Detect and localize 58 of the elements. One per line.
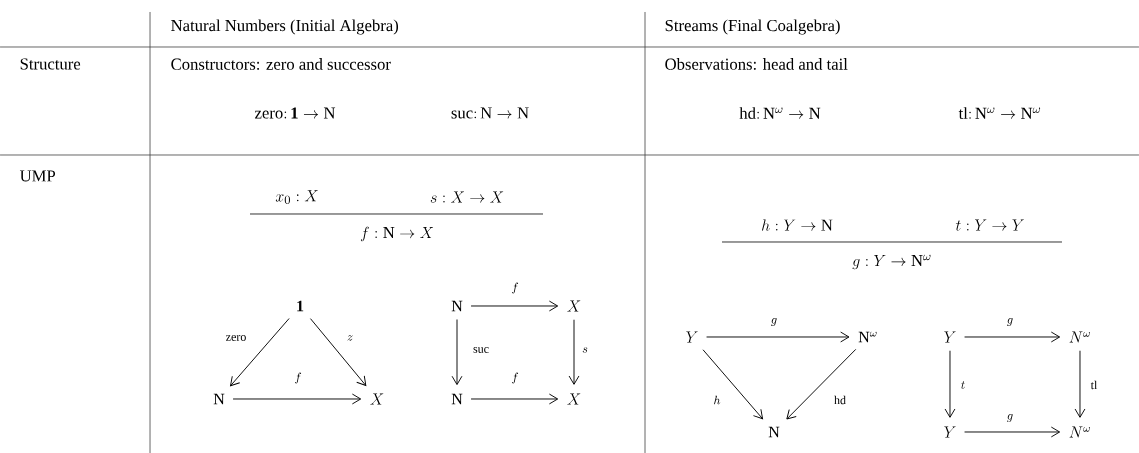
diagram-object: $\mathrm{N}$ bbox=[451, 393, 463, 405]
row-header: UMP bbox=[19, 170, 56, 182]
column-header: Streams (Final Coalgebra) bbox=[665, 19, 840, 35]
arrow bbox=[706, 331, 850, 343]
signature-formula: $\mathrm{tl}\colon \mathrm{N}^{\omega} \to \mathrm{N}^{\omega}$ bbox=[958, 107, 1041, 119]
column-header: Natural Numbers (Initial Algebra) bbox=[171, 19, 399, 35]
arrow bbox=[944, 350, 956, 418]
diagram-object: $X$ bbox=[567, 300, 581, 312]
diagram-object: $N^{\omega}$ bbox=[1069, 426, 1090, 438]
arrow bbox=[451, 319, 463, 386]
edge-label: $\mathrm{hd}$ bbox=[834, 395, 846, 405]
diagram-object: $\mathrm{N}$ bbox=[451, 300, 463, 312]
edge-label: $f$ bbox=[512, 372, 519, 384]
arrow bbox=[470, 300, 559, 312]
diagram-object: $X$ bbox=[567, 393, 581, 405]
premise-formula: $s : X \to X$ bbox=[430, 191, 504, 203]
row-header: Structure bbox=[20, 58, 81, 70]
diagram-object: $Y$ bbox=[686, 331, 698, 343]
diagram-object: $X$ bbox=[370, 393, 384, 405]
arrow bbox=[964, 331, 1061, 343]
arrow bbox=[964, 426, 1061, 438]
edge-label: $z$ bbox=[347, 335, 353, 341]
conclusion-formula: $g : Y \to \mathrm{N}^{\omega}$ bbox=[852, 254, 931, 270]
edge-label: $s$ bbox=[582, 347, 588, 353]
diagram-object: $\mathbf{1}$ bbox=[297, 300, 304, 312]
arrow bbox=[786, 348, 857, 420]
arrow bbox=[310, 318, 367, 386]
arrow bbox=[568, 319, 580, 385]
signature-formula: $\mathrm{hd}\colon \mathrm{N}^{\omega} \to \mathrm{N}$ bbox=[739, 107, 821, 119]
edge-label: $t$ bbox=[961, 381, 965, 389]
edge-label: $g$ bbox=[1007, 318, 1013, 326]
cell-text: Observations: head and tail bbox=[665, 58, 848, 70]
edge-label: $\mathrm{zero}$ bbox=[226, 335, 246, 341]
arrow bbox=[232, 393, 362, 405]
edge-label: $f$ bbox=[512, 282, 519, 294]
premise-formula: $x_0 : X$ bbox=[275, 190, 318, 204]
edge-label: $\mathrm{suc}$ bbox=[473, 347, 489, 353]
diagram-object: $N^{\omega}$ bbox=[1069, 331, 1090, 343]
arrow bbox=[470, 393, 559, 405]
edge-label: $\mathrm{tl}$ bbox=[1090, 380, 1098, 390]
edge-label: $g$ bbox=[1007, 414, 1013, 422]
diagram-object: $\mathrm{N}^{\omega}$ bbox=[858, 331, 877, 343]
arrow bbox=[702, 349, 764, 420]
edge-label: $h$ bbox=[714, 395, 721, 405]
edge-label: $g$ bbox=[771, 318, 777, 326]
arrow bbox=[230, 318, 290, 387]
premise-formula: $h : Y \to \mathrm{N}$ bbox=[762, 219, 833, 231]
conclusion-formula: $f : \mathrm{N} \to X$ bbox=[360, 226, 434, 242]
signature-formula: $\mathrm{zero}\colon \mathbf{1} \to \mathrm{N}$ bbox=[254, 107, 336, 119]
signature-formula: $\mathrm{suc}\colon \mathrm{N} \to \mathrm{N}$ bbox=[451, 107, 529, 119]
diagram-object: $Y$ bbox=[944, 426, 956, 438]
diagram-object: $Y$ bbox=[944, 331, 956, 343]
diagram-object: $\mathrm{N}$ bbox=[768, 426, 780, 438]
arrow bbox=[1074, 350, 1086, 418]
premise-formula: $t : Y \to Y$ bbox=[955, 219, 1024, 231]
edge-label: $f$ bbox=[295, 372, 302, 384]
cell-text: Constructors: zero and successor bbox=[171, 58, 391, 70]
diagram-object: $\mathrm{N}$ bbox=[213, 393, 225, 405]
